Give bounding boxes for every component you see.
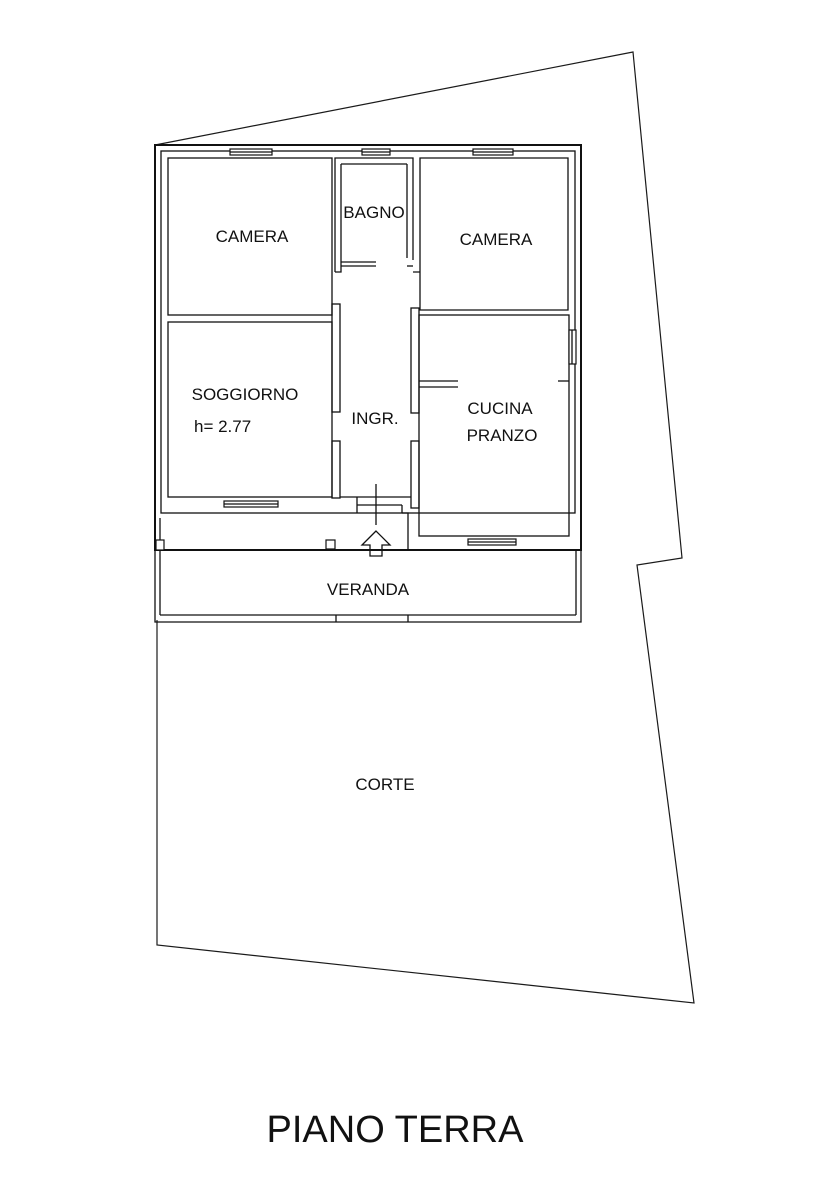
room-label-soggiorno: SOGGIORNO (192, 385, 299, 404)
room-height-soggiorno: h= 2.77 (194, 417, 251, 436)
pillar (325, 539, 336, 550)
interior-walls (167, 157, 570, 550)
room-label-veranda: VERANDA (327, 580, 410, 599)
room-label-cucina: CUCINA (467, 399, 533, 418)
veranda-walls (154, 513, 582, 623)
room-label-corte: CORTE (355, 775, 414, 794)
room-label-pranzo: PRANZO (467, 426, 538, 445)
entrance-arrow-icon (360, 484, 392, 557)
page-title: PIANO TERRA (267, 1109, 525, 1151)
room-label-ingresso: INGR. (351, 409, 398, 428)
windows (223, 148, 577, 546)
lot-boundary (154, 51, 695, 1004)
room-label-camera-left: CAMERA (216, 227, 289, 246)
room-label-bagno: BAGNO (343, 203, 404, 222)
room-label-camera-right: CAMERA (460, 230, 533, 249)
